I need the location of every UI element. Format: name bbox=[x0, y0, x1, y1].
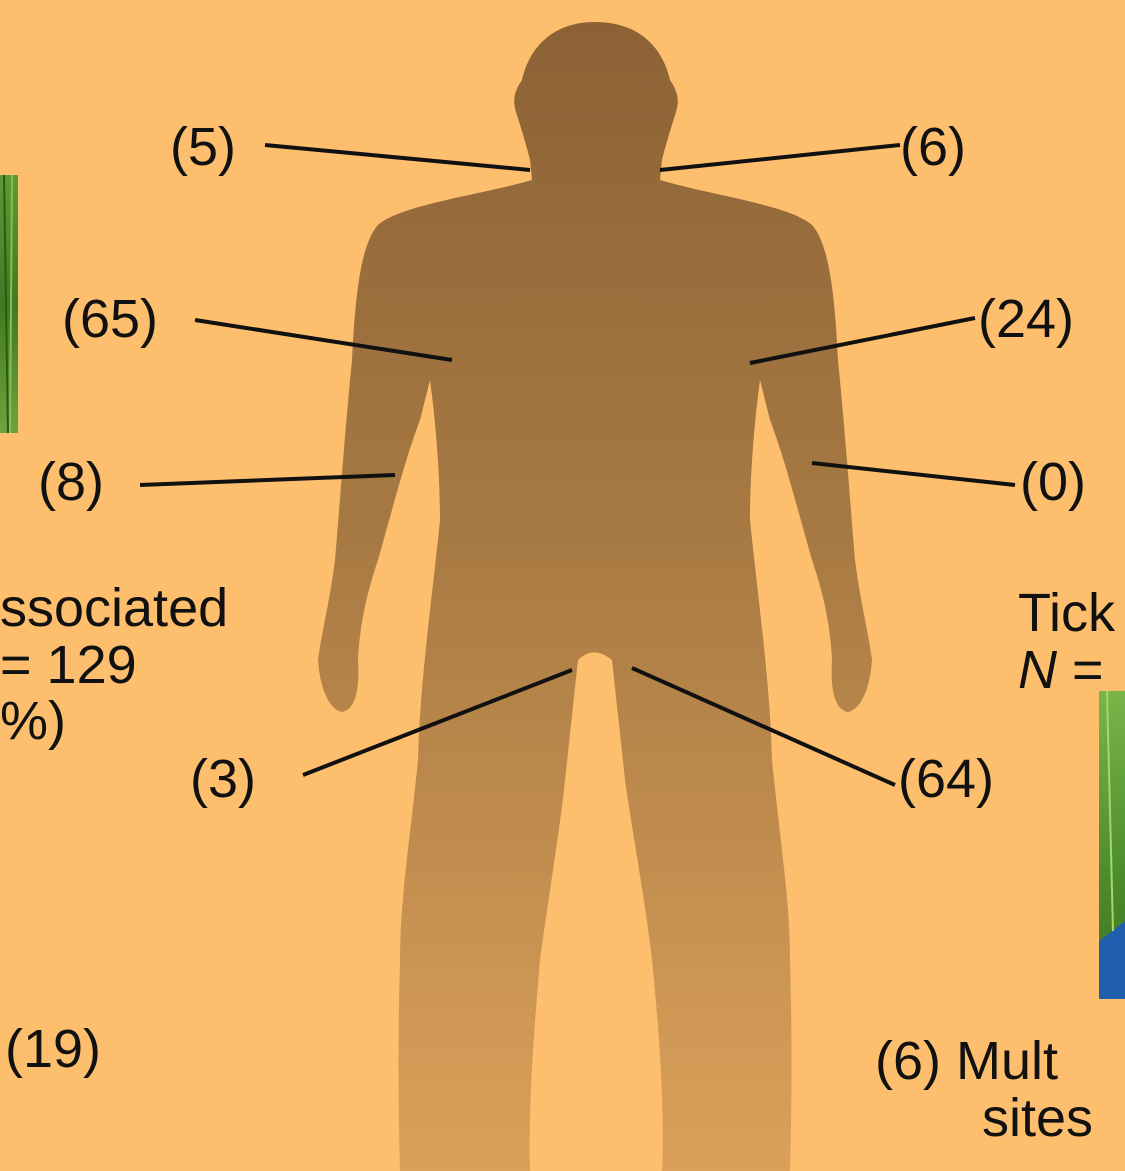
left-caption: ssociated = 129 %) bbox=[0, 580, 228, 750]
label-upper-arm-right: (24) bbox=[978, 292, 1074, 346]
leader-line-head-right bbox=[660, 145, 900, 170]
label-forearm-left: (8) bbox=[38, 455, 104, 509]
bottom-right-caption: (6) Mult sites bbox=[875, 1033, 1093, 1146]
left-caption-line3: %) bbox=[0, 693, 228, 750]
label-groin-right: (64) bbox=[898, 752, 994, 806]
bottom-right-caption-line2: sites bbox=[875, 1090, 1093, 1147]
right-caption-eq: = bbox=[1057, 640, 1104, 700]
right-caption-n: N bbox=[1018, 640, 1057, 700]
label-groin-left: (3) bbox=[190, 752, 256, 806]
human-silhouette bbox=[318, 22, 872, 1171]
right-caption-line2: N = bbox=[1018, 642, 1115, 699]
label-bottom-left: (19) bbox=[5, 1022, 101, 1076]
label-forearm-right: (0) bbox=[1020, 455, 1086, 509]
leader-line-head-left bbox=[265, 145, 530, 170]
bottom-right-caption-line1: (6) Mult bbox=[875, 1033, 1093, 1090]
label-head-left: (5) bbox=[170, 120, 236, 174]
right-caption: Tick N = bbox=[1018, 585, 1115, 698]
right-caption-line1: Tick bbox=[1018, 585, 1115, 642]
label-head-right: (6) bbox=[900, 120, 966, 174]
left-caption-line2: = 129 bbox=[0, 637, 228, 694]
left-caption-line1: ssociated bbox=[0, 580, 228, 637]
label-upper-arm-left: (65) bbox=[62, 292, 158, 346]
